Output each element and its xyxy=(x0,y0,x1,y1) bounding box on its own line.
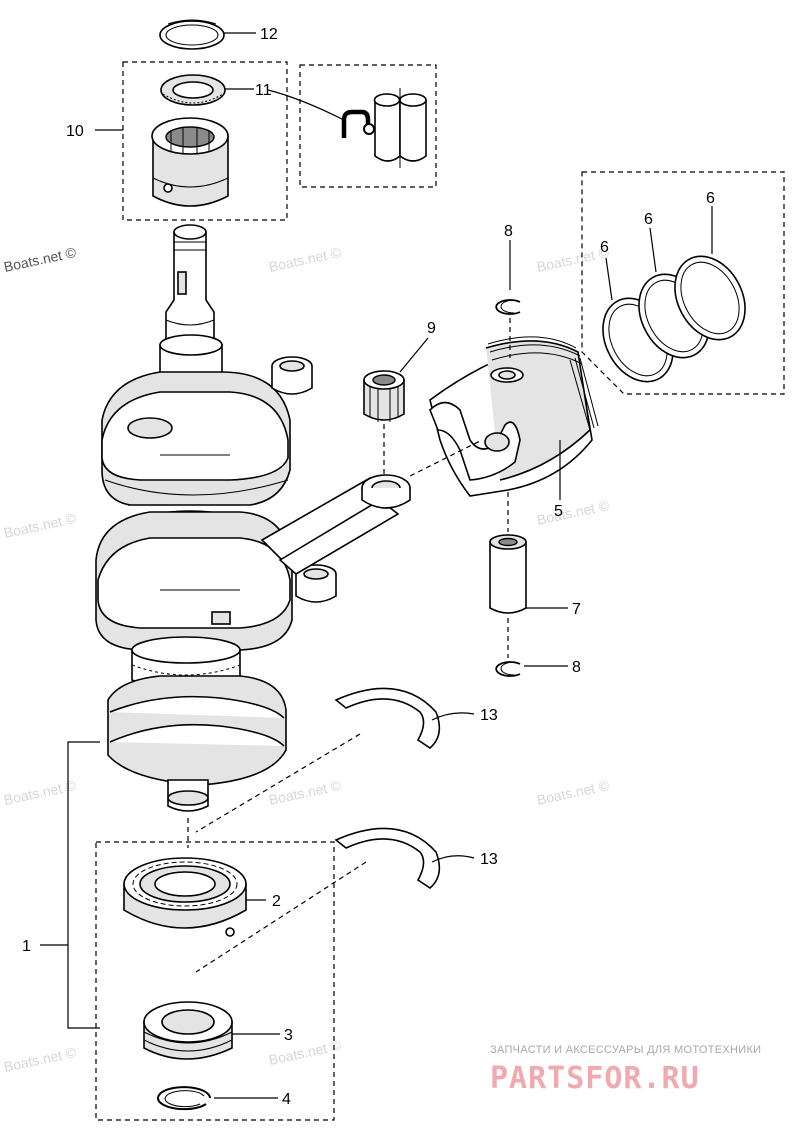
part-9-small-end-bearing[interactable] xyxy=(363,370,405,422)
assembly-guide-line xyxy=(195,733,361,833)
callout-6a: 6 xyxy=(600,239,609,256)
leader-line xyxy=(649,227,657,273)
callout-6b: 6 xyxy=(644,211,653,228)
lower-bearing-group-box xyxy=(95,841,335,1121)
part-13-thrust-washer-upper[interactable] xyxy=(334,687,441,750)
callout-12: 12 xyxy=(260,26,278,43)
watermark-text: Boats.net © xyxy=(2,1044,78,1075)
part-4-circlip[interactable] xyxy=(157,1086,211,1111)
part-5-piston[interactable] xyxy=(429,336,599,497)
watermark-text: Boats.net © xyxy=(267,1037,343,1068)
branding-tagline: ЗАПЧАСТИ И АКСЕССУАРЫ ДЛЯ МОТОТЕХНИКИ xyxy=(490,1044,761,1056)
part-1-bracket xyxy=(67,741,100,1029)
callout-1: 1 xyxy=(22,938,31,955)
callout-3: 3 xyxy=(284,1027,293,1044)
part-7-piston-pin[interactable] xyxy=(489,534,527,614)
watermark-text: Boats.net © xyxy=(2,510,78,541)
callout-8b: 8 xyxy=(572,659,581,676)
watermark-text: Boats.net © xyxy=(2,244,78,275)
leader-line xyxy=(431,712,475,721)
part-12-circlip[interactable] xyxy=(159,19,225,50)
grease-applicator-icon xyxy=(341,109,375,138)
needle-rollers-illustration xyxy=(373,88,427,168)
part-11-needle-bearing[interactable] xyxy=(160,74,226,106)
part-2-ball-bearing[interactable] xyxy=(123,857,247,937)
part-6-piston-ring-3[interactable] xyxy=(661,244,759,352)
callout-2: 2 xyxy=(272,893,281,910)
watermark-text: Boats.net © xyxy=(535,777,611,808)
leader-line xyxy=(399,337,429,373)
assembly-guide-line xyxy=(195,861,367,973)
piston-rings-group-box xyxy=(581,171,785,395)
callout-8a: 8 xyxy=(504,223,513,240)
callout-13b: 13 xyxy=(480,851,498,868)
branding-logo: PARTSFOR.RU xyxy=(490,1061,700,1096)
connecting-rod[interactable] xyxy=(260,474,411,575)
watermark-text: Boats.net © xyxy=(267,777,343,808)
leader-line xyxy=(605,257,613,301)
part-8-circlip-lower[interactable] xyxy=(495,661,521,677)
part-8-circlip-upper[interactable] xyxy=(495,299,521,315)
callout-11: 11 xyxy=(255,82,272,99)
part-3-seal-housing[interactable] xyxy=(143,1001,233,1060)
callout-10: 10 xyxy=(66,123,84,140)
crankshaft[interactable] xyxy=(95,224,337,812)
watermark-text: Boats.net © xyxy=(535,497,611,528)
callout-13a: 13 xyxy=(480,707,498,724)
lubrication-note-box xyxy=(299,64,437,188)
partsfor-branding: ЗАПЧАСТИ И АКСЕССУАРЫ ДЛЯ МОТОТЕХНИКИ PA… xyxy=(490,1044,761,1096)
leader-line xyxy=(431,855,475,863)
callout-7: 7 xyxy=(572,601,581,618)
callout-4: 4 xyxy=(282,1091,291,1108)
callout-9: 9 xyxy=(427,320,436,337)
watermark-text: Boats.net © xyxy=(267,244,343,275)
part-10-group-box xyxy=(122,61,288,221)
callout-5: 5 xyxy=(554,503,563,520)
leader-line xyxy=(267,89,345,121)
bearing-sleeve[interactable] xyxy=(151,117,229,207)
callout-6c: 6 xyxy=(706,190,715,207)
part-13-thrust-washer-lower[interactable] xyxy=(334,827,441,890)
assembly-guide-line xyxy=(409,439,483,477)
watermark-text: Boats.net © xyxy=(2,777,78,808)
